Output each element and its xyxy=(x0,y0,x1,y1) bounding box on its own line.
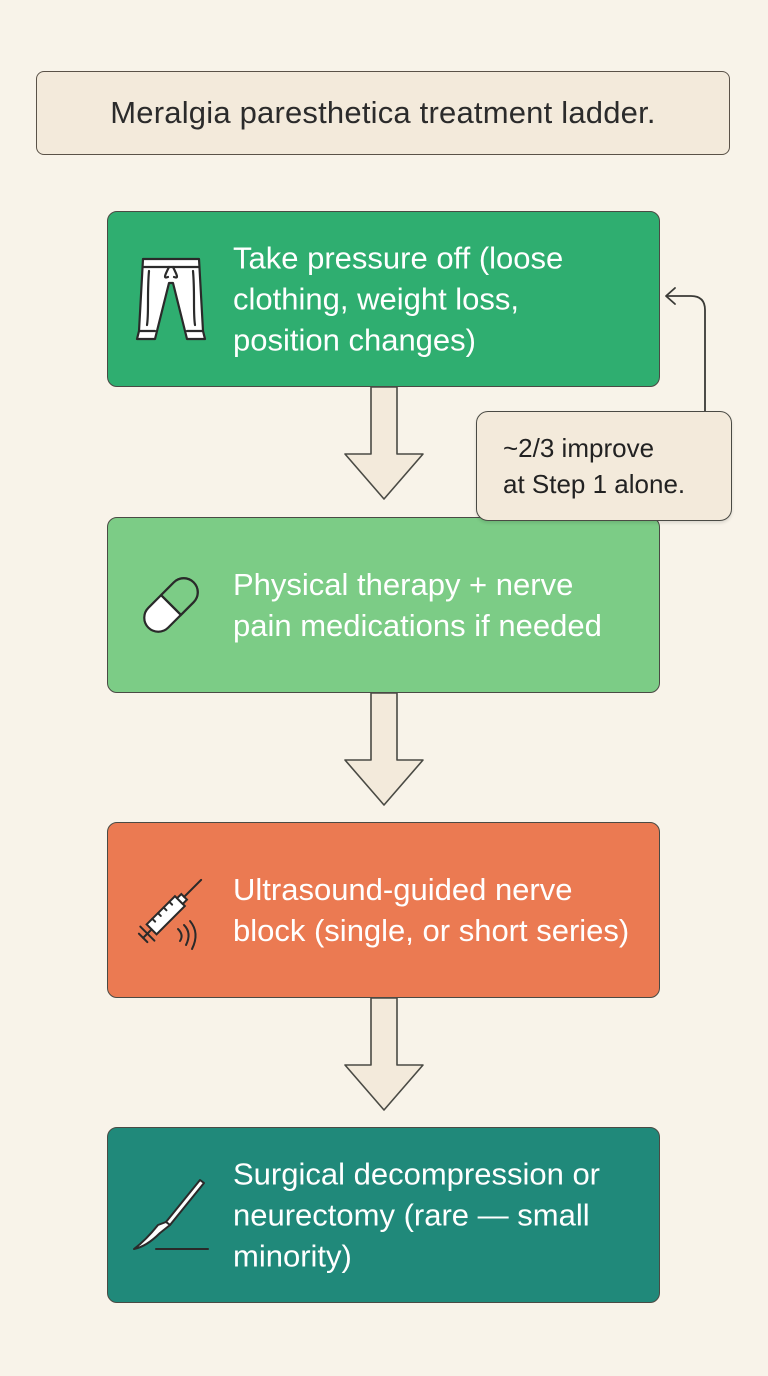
pants-icon xyxy=(130,254,212,344)
step-3-label: Ultrasound-guided nerve block (single, o… xyxy=(233,872,630,948)
note-line-1: ~2/3 improve xyxy=(503,433,655,463)
step-1-label: Take pressure off (loose clothing, weigh… xyxy=(233,240,564,358)
diagram-title: Meralgia paresthetica treatment ladder. xyxy=(36,71,730,155)
note-connector-arrow xyxy=(665,287,706,412)
step-1-box: Take pressure off (loose clothing, weigh… xyxy=(107,211,660,387)
note-line-2: at Step 1 alone. xyxy=(503,469,686,499)
down-arrow-icon xyxy=(344,692,424,806)
step-4-label: Surgical decompression or neurectomy (ra… xyxy=(233,1156,601,1274)
step-4-box: Surgical decompression or neurectomy (ra… xyxy=(107,1127,660,1303)
scalpel-icon xyxy=(130,1170,212,1260)
syringe-icon xyxy=(130,865,212,955)
pill-capsule-icon xyxy=(130,560,212,650)
step-2-box: Physical therapy + nerve pain medication… xyxy=(107,517,660,693)
step-2-label: Physical therapy + nerve pain medication… xyxy=(233,567,602,643)
step-3-box: Ultrasound-guided nerve block (single, o… xyxy=(107,822,660,998)
callout-note: ~2/3 improve at Step 1 alone. xyxy=(476,411,732,521)
down-arrow-icon xyxy=(344,997,424,1111)
down-arrow-icon xyxy=(344,386,424,500)
